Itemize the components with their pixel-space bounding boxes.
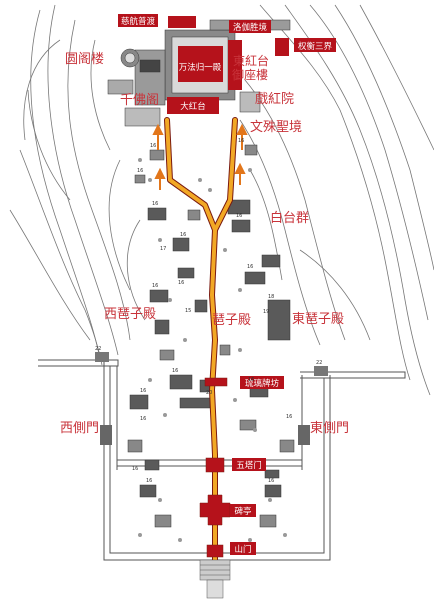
svg-text:16: 16 (137, 168, 143, 174)
boxed-labels: 慈航普渡 洛伽胜境 权衡三界 万法归一殿 大红台 琉璃牌坊 五塔门 (118, 14, 336, 555)
east-red-platform (228, 40, 242, 90)
svg-text:16: 16 (152, 201, 158, 207)
svg-text:20: 20 (206, 390, 212, 396)
svg-text:19: 19 (263, 309, 269, 315)
west-gate-block (100, 425, 112, 445)
svg-text:16: 16 (268, 478, 274, 484)
label-dong-wuta-dian: 東琶子殿 (292, 311, 344, 327)
svg-text:16: 16 (236, 213, 242, 219)
svg-text:山门: 山门 (234, 544, 251, 555)
top-red-block (168, 16, 196, 28)
svg-text:15: 15 (185, 308, 191, 314)
label-xi-wuta-dian: 西琶子殿 (104, 307, 156, 322)
svg-text:16: 16 (146, 478, 152, 484)
label-wanfa-guiyi: 万法归一殿 (178, 46, 223, 82)
route (164, 117, 238, 568)
label-liuli-paifang: 琉璃牌坊 (240, 376, 284, 389)
svg-text:洛伽胜境: 洛伽胜境 (233, 22, 268, 33)
svg-text:17: 17 (160, 246, 166, 252)
svg-text:琉璃牌坊: 琉璃牌坊 (245, 378, 280, 389)
label-yu-zuo-lou: 御座樓 (232, 67, 268, 82)
label-beiting: 碑亭 (230, 504, 256, 517)
svg-text:万法归一殿: 万法归一殿 (179, 62, 222, 73)
svg-text:权衡三界: 权衡三界 (298, 41, 333, 52)
svg-text:22: 22 (95, 346, 101, 352)
svg-text:16: 16 (140, 388, 146, 394)
svg-text:碑亭: 碑亭 (234, 506, 251, 517)
svg-text:16: 16 (286, 414, 292, 420)
route-nodes (199, 377, 231, 558)
label-cihang-pudu: 慈航普渡 (118, 14, 158, 27)
svg-text:16: 16 (172, 368, 178, 374)
svg-text:16: 16 (247, 264, 253, 270)
label-shanmen: 山门 (230, 542, 256, 555)
buildings (107, 19, 295, 528)
contour-lines (9, 4, 434, 396)
east-red-block (275, 38, 289, 56)
svg-text:16: 16 (238, 138, 244, 144)
svg-text:22: 22 (316, 360, 322, 366)
label-yuange-lou: 圆阁楼 (65, 52, 104, 67)
svg-text:18: 18 (268, 294, 274, 300)
svg-text:大红台: 大红台 (180, 101, 206, 112)
label-dahongtai: 大红台 (167, 97, 219, 114)
svg-text:16: 16 (150, 143, 156, 149)
svg-text:16: 16 (180, 232, 186, 238)
label-wenshu-shengjing: 文殊聖境 (250, 120, 302, 135)
svg-text:16: 16 (140, 416, 146, 422)
label-dong-hongtai: 東紅台 (233, 53, 269, 68)
route-arrows (152, 123, 248, 190)
label-wuta-men: 五塔门 (232, 458, 266, 471)
east-gate-block (298, 425, 310, 445)
label-wuta-dian: 琶子殿 (212, 313, 251, 328)
label-baitai-qun: 白台群 (270, 210, 309, 226)
svg-text:慈航普渡: 慈航普渡 (121, 16, 156, 27)
red-labels: 圆阁楼 千佛阁 東紅台 御座樓 戲紅院 文殊聖境 白台群 西琶子殿 琶子殿 東琶… (60, 52, 349, 436)
west-wall-gate (95, 352, 109, 362)
label-quanheng-sanjie: 权衡三界 (294, 38, 336, 52)
svg-text:五塔门: 五塔门 (236, 460, 262, 471)
svg-text:16: 16 (178, 280, 184, 286)
svg-text:16: 16 (248, 377, 254, 383)
label-qianfo-ge: 千佛阁 (120, 93, 159, 108)
entrance-stairs (199, 559, 231, 599)
label-luoqie-shengjing: 洛伽胜境 (229, 20, 271, 33)
svg-text:16: 16 (152, 283, 158, 289)
tree-dots (138, 158, 287, 542)
label-ji-hongyuan: 戲紅院 (255, 92, 294, 107)
building-numbers: 16 16 16 16 16 17 16 16 16 16 18 19 15 1… (95, 138, 322, 484)
label-dong-jiaomen: 東側門 (310, 420, 349, 436)
svg-text:16: 16 (132, 466, 138, 472)
east-wall-gate (314, 366, 328, 376)
label-xi-jiaomen: 西側門 (60, 421, 99, 436)
